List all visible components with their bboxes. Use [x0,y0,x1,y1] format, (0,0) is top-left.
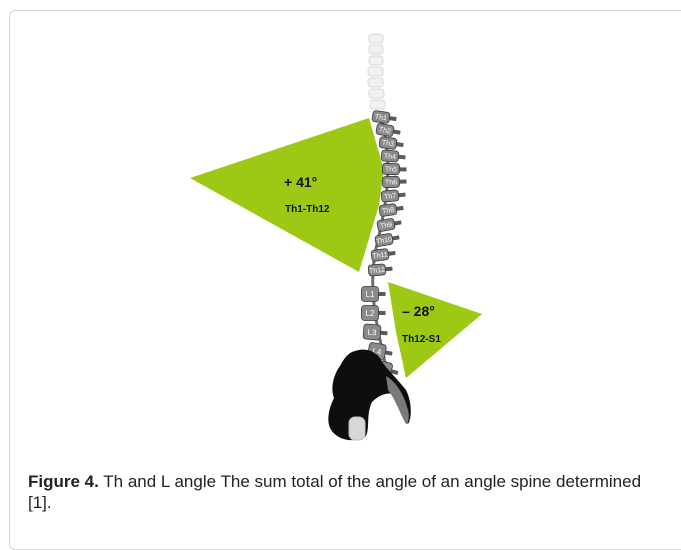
vertebra-th4: Th4 [381,150,406,163]
vertebra-label: L2 [366,309,375,318]
figure-caption: Figure 4. Th and L angle The sum total o… [28,471,648,513]
thoracic-angle-label: Th1-Th12 [285,204,330,215]
femur-head [349,417,365,440]
vertebra-th7: Th7 [381,189,406,202]
vertebra-th3: Th3 [379,136,404,150]
lumbar-angle-label: Th12-S1 [402,334,441,345]
vertebra-l2: L2 [362,306,386,321]
vertebra-th2: Th2 [376,123,402,138]
vertebra-th1: Th1 [372,110,397,124]
caption-text: Th and L angle The sum total of the angl… [28,472,641,512]
thoracic-angle-value: + 41° [284,174,317,190]
vertebra-label: Th6 [385,179,397,186]
vertebra-label: Th5 [385,166,397,173]
thoracic-angle-wedge [190,118,384,272]
lumbar-angle-wedge [388,282,482,378]
vertebra-label: Th12 [369,267,386,275]
vertebra-label: L3 [367,328,377,338]
vertebra-th9: Th9 [377,217,403,232]
vertebra-th5: Th5 [382,163,406,175]
vertebra-l1: L1 [362,287,386,302]
vertebra-th6: Th6 [382,176,406,188]
vertebra-l3: L3 [363,324,388,341]
vertebra-th12: Th12 [368,263,393,276]
vertebra-label: Th4 [384,153,397,161]
cervical-vertebrae [368,34,385,109]
lumbar-angle-value: – 28° [402,303,435,319]
vertebra-label: Th7 [384,193,397,201]
vertebra-th8: Th8 [379,202,404,216]
vertebra-label: L1 [366,290,375,299]
figure-number: Figure 4. [28,472,99,491]
